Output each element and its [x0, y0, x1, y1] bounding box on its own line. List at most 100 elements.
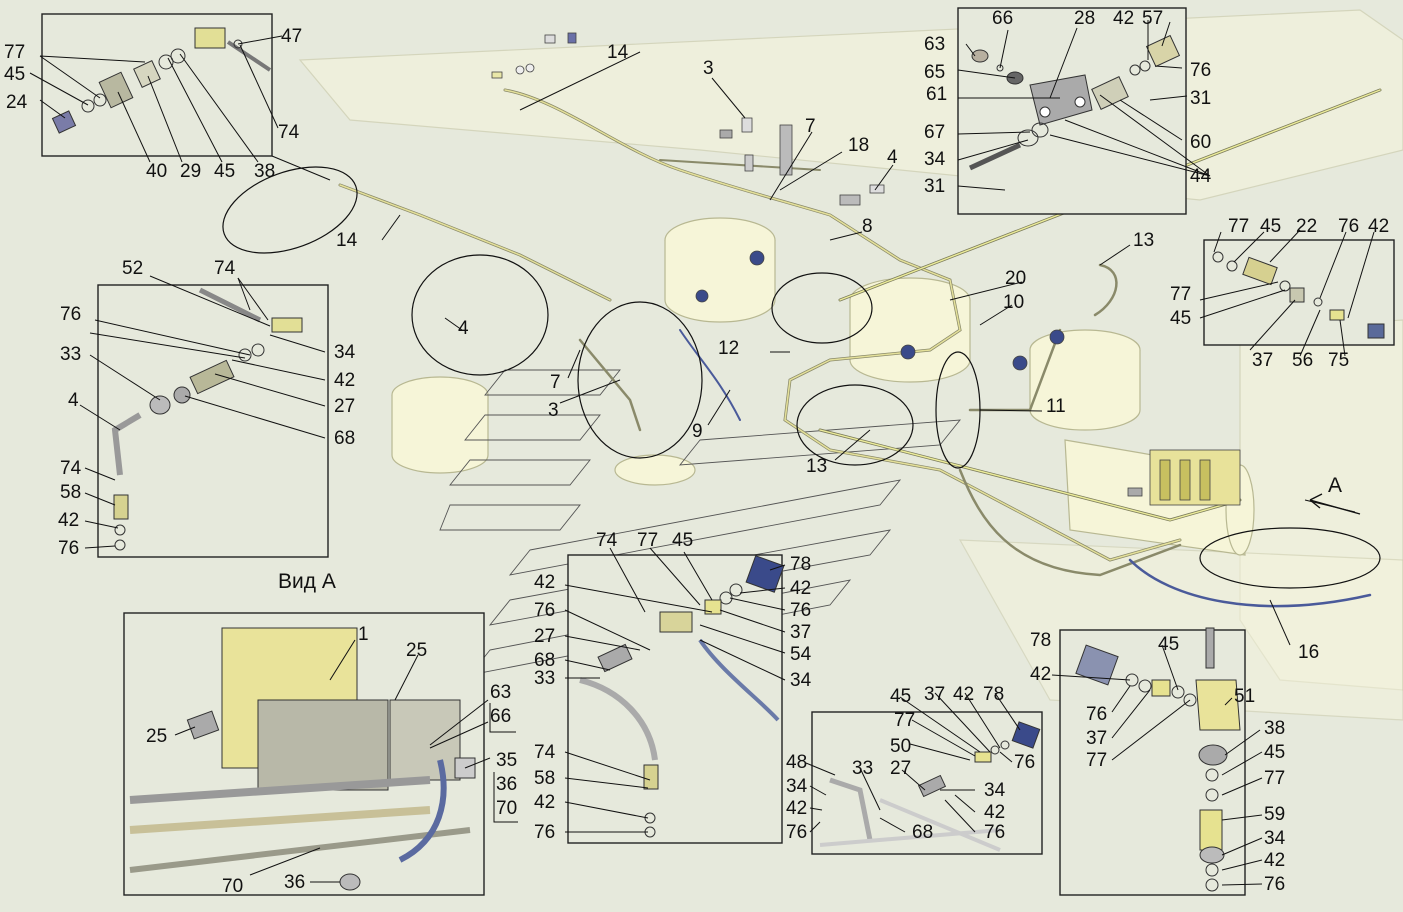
callout-label: 76: [1086, 704, 1107, 725]
callout-label: 74: [278, 122, 300, 143]
callout-label: 76: [1338, 216, 1359, 237]
callout-label: 31: [1190, 88, 1211, 109]
callout-label: 27: [534, 626, 555, 647]
callout-label: 14: [336, 230, 358, 251]
callout-label: 45: [1170, 308, 1191, 329]
callout-label: 33: [852, 758, 873, 779]
callout-label: 34: [924, 149, 946, 170]
callout-label: 20: [1005, 268, 1026, 289]
callout-label: 76: [1014, 752, 1035, 773]
callout-label: 77: [4, 42, 25, 63]
callout-label: 36: [496, 774, 517, 795]
callout-labels: 47 77 45 24 74 40 29 45 38 14 3 7 18 4 8…: [4, 8, 1389, 897]
callout-label: 42: [534, 792, 555, 813]
frame-rails: [439, 369, 961, 676]
callout-label: 42: [534, 572, 555, 593]
callout-label: 74: [534, 742, 556, 763]
callout-label: 58: [534, 768, 555, 789]
callout-label: 42: [1113, 8, 1134, 29]
callout-label: 27: [890, 758, 911, 779]
callout-label: 10: [1003, 292, 1024, 313]
callout-label: 76: [786, 822, 807, 843]
callout-label: 77: [1264, 768, 1285, 789]
callout-label: 25: [146, 726, 167, 747]
callout-label: 77: [1228, 216, 1249, 237]
callout-label: 70: [222, 876, 243, 897]
callout-label: 3: [703, 58, 714, 79]
fittings: [491, 32, 1241, 506]
callout-label: 77: [637, 530, 658, 551]
callout-label: 63: [490, 682, 511, 703]
callout-label: 77: [1086, 750, 1107, 771]
callout-label: 34: [786, 776, 808, 797]
detail-ellipses: [222, 166, 1381, 589]
callout-label: 31: [924, 176, 945, 197]
callout-label: 59: [1264, 804, 1285, 825]
callout-label: 74: [60, 458, 82, 479]
callout-label: 75: [1328, 350, 1349, 371]
callout-label: 76: [534, 600, 555, 621]
callout-label: 54: [790, 644, 812, 665]
callout-label: 78: [983, 684, 1004, 705]
callout-label: 76: [984, 822, 1005, 843]
callout-label: 42: [984, 802, 1005, 823]
air-tanks: [391, 217, 1255, 556]
callout-label: 42: [790, 578, 811, 599]
callout-label: 4: [458, 318, 469, 339]
callout-label: 42: [58, 510, 79, 531]
callout-label: 42: [1264, 850, 1285, 871]
callout-label: 48: [786, 752, 807, 773]
callout-label: 45: [1158, 634, 1179, 655]
callout-label: 42: [334, 370, 355, 391]
callout-label: 29: [180, 161, 201, 182]
callout-label: 7: [805, 116, 816, 137]
callout-label: 38: [254, 161, 275, 182]
callout-label: 33: [60, 344, 81, 365]
view-label: Вид А: [278, 570, 336, 593]
callout-label: 76: [60, 304, 81, 325]
callout-label: 36: [284, 872, 305, 893]
callout-label: 58: [60, 482, 81, 503]
callout-label: 77: [894, 710, 915, 731]
callout-label: 13: [806, 456, 827, 477]
callout-label: 7: [550, 372, 561, 393]
callout-label: 3: [548, 400, 559, 421]
callout-label: 42: [953, 684, 974, 705]
callout-label: 45: [1260, 216, 1281, 237]
callout-label: 34: [790, 670, 812, 691]
callout-label: 33: [534, 668, 555, 689]
callout-label: 9: [692, 421, 703, 442]
callout-label: 45: [890, 686, 911, 707]
callout-label: 60: [1190, 132, 1211, 153]
callout-label: 44: [1190, 166, 1212, 187]
callout-label: 27: [334, 396, 355, 417]
callout-label: 63: [924, 34, 945, 55]
callout-label: 37: [790, 622, 811, 643]
callout-label: 25: [406, 640, 427, 661]
callout-label: 78: [790, 554, 811, 575]
callout-label: 66: [992, 8, 1013, 29]
callout-label: 35: [496, 750, 517, 771]
callout-label: 76: [1190, 60, 1211, 81]
callout-label: 68: [912, 822, 933, 843]
callout-label: 50: [890, 736, 911, 757]
callout-label: 76: [58, 538, 79, 559]
callout-label: 77: [1170, 284, 1191, 305]
callout-label: 76: [534, 822, 555, 843]
callout-label: 37: [1252, 350, 1273, 371]
callout-label: 16: [1298, 642, 1319, 663]
callout-label: 8: [862, 216, 873, 237]
callout-label: 76: [790, 600, 811, 621]
direction-arrow-label: A: [1328, 474, 1342, 497]
callout-label: 65: [924, 62, 945, 83]
callout-brackets: [489, 703, 518, 823]
callout-label: 42: [786, 798, 807, 819]
callout-label: 42: [1030, 664, 1051, 685]
callout-label: 4: [68, 390, 79, 411]
callout-label: 74: [214, 258, 236, 279]
callout-label: 37: [1086, 728, 1107, 749]
callout-label: 68: [534, 650, 555, 671]
callout-label: 38: [1264, 718, 1285, 739]
